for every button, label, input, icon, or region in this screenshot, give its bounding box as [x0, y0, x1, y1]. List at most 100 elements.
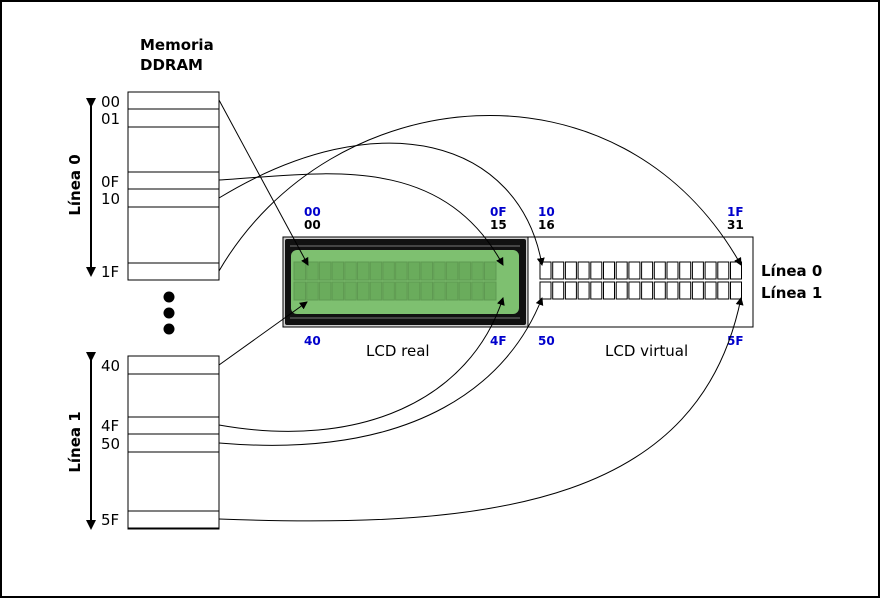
lcd-virtual-cell [666, 261, 679, 280]
lcd-real-top-right-dec: 15 [490, 218, 507, 232]
row-label-line0: Línea 0 [761, 262, 822, 280]
lcd-real-top-left-dec: 00 [304, 218, 321, 232]
lcd-real-cell [357, 261, 370, 281]
address-label-00: 00 [101, 93, 120, 111]
address-label-4f: 4F [101, 417, 119, 435]
lcd-real-cell [445, 281, 459, 301]
lcd-real-top-left-hex: 00 [304, 205, 321, 219]
connector-5f [218, 297, 744, 522]
lcd-virtual-cell [691, 261, 704, 280]
lcd-real-cell [458, 261, 472, 281]
memory-cell-10 [127, 188, 220, 208]
address-label-01: 01 [101, 110, 120, 128]
lcd-virtual-cell [564, 261, 577, 280]
lcd-virtual-cell [653, 261, 666, 280]
lcd-real-cell [293, 281, 306, 301]
lcd-real-cell [306, 261, 319, 281]
lcd-virtual-label: LCD virtual [605, 342, 688, 360]
lcd-real-bottom-right-hex: 4F [490, 334, 507, 348]
lcd-virtual-top-left-dec: 16 [538, 218, 555, 232]
memory-cell-50 [127, 433, 220, 453]
lcd-real-cell [407, 281, 421, 301]
lcd-virtual-cell [666, 281, 679, 300]
ellipsis-dot [163, 307, 175, 319]
ellipsis-dot [163, 291, 175, 303]
memory-cell-0f [127, 171, 220, 190]
lcd-virtual-cell [704, 261, 717, 280]
lcd-virtual-cell [590, 261, 603, 280]
line1-vertical-label: Línea 1 [66, 411, 84, 472]
lcd-virtual-cell [679, 261, 692, 280]
lcd-virtual-cell [603, 281, 615, 300]
lcd-virtual-cells [539, 261, 742, 300]
lcd-virtual-cell [679, 281, 692, 300]
lcd-virtual-top-left-hex: 10 [538, 205, 555, 219]
lcd-virtual-top-right-dec: 31 [727, 218, 744, 232]
lcd-virtual-bottom-left-hex: 50 [538, 334, 555, 348]
lcd-virtual-cell [628, 281, 641, 300]
memory-block-line1 [127, 355, 220, 530]
connector-40 [218, 301, 308, 366]
lcd-virtual-cell [641, 281, 654, 300]
lcd-real-cell [382, 281, 395, 301]
connector-1f [218, 115, 742, 272]
lcd-virtual-cell [641, 261, 654, 280]
lcd-real-cell [407, 261, 421, 281]
lcd-real-cell [471, 261, 484, 281]
lcd-virtual-cell [552, 281, 565, 300]
lcd-virtual-cell [704, 281, 717, 300]
lcd-virtual-cell [590, 281, 603, 300]
memory-cell-4f [127, 416, 220, 435]
address-label-0f: 0F [101, 173, 119, 191]
lcd-virtual-cell [717, 261, 730, 280]
lcd-real-cell [357, 281, 370, 301]
lcd-real-cell [471, 281, 484, 301]
lcd-virtual-cell [717, 281, 730, 300]
lcd-real-cell [458, 281, 472, 301]
address-label-1f: 1F [101, 263, 119, 281]
lcd-virtual-cell [730, 281, 742, 300]
lcd-real-cell [433, 261, 446, 281]
lcd-virtual-cell [730, 261, 742, 280]
lcd-virtual-cell [539, 261, 552, 280]
lcd-real-cell [293, 261, 306, 281]
lcd-real-cell [395, 261, 408, 281]
lcd-real-cell [331, 281, 345, 301]
lcd-virtual-cell [577, 261, 590, 280]
lcd-real-top-right-hex: 0F [490, 205, 507, 219]
memory-block-line0 [127, 91, 220, 281]
connector-0f [218, 173, 504, 266]
memory-cell-1f [127, 262, 220, 281]
lcd-real-cell [420, 261, 433, 281]
lcd-real-cell [484, 281, 497, 301]
lcd-real-cells [293, 261, 497, 301]
connector-10 [218, 142, 545, 266]
memory-cell-00 [127, 91, 220, 110]
lcd-virtual-cell [539, 281, 552, 300]
connector-00 [218, 99, 309, 266]
lcd-real-cell [369, 261, 383, 281]
lcd-real-cell [369, 281, 383, 301]
lcd-real-cell [318, 261, 332, 281]
lcd-virtual-top-right-hex: 1F [727, 205, 744, 219]
address-label-50: 50 [101, 435, 120, 453]
lcd-virtual-cell [564, 281, 577, 300]
lcd-virtual-cell [577, 281, 590, 300]
lcd-real-cell [318, 281, 332, 301]
lcd-real-cell [433, 281, 446, 301]
lcd-virtual-cell [603, 261, 615, 280]
lcd-real-cell [420, 281, 433, 301]
memory-cell-5f [127, 510, 220, 529]
lcd-virtual-cell [628, 261, 641, 280]
lcd-real-cell [484, 261, 497, 281]
lcd-real-cell [382, 261, 395, 281]
address-label-40: 40 [101, 357, 120, 375]
lcd-real-cell [344, 281, 357, 301]
address-label-10: 10 [101, 190, 120, 208]
line0-vertical-label: Línea 0 [66, 154, 84, 215]
lcd-real-cell [344, 261, 357, 281]
lcd-virtual-bottom-right-hex: 5F [727, 334, 744, 348]
lcd-real-bottom-left-hex: 40 [304, 334, 321, 348]
memory-cell-01 [127, 108, 220, 128]
